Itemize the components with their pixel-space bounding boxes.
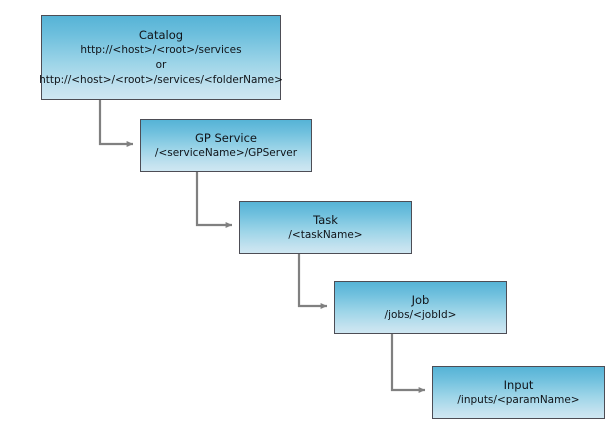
node-gp-service-title: GP Service bbox=[194, 130, 257, 145]
node-catalog[interactable]: Catalog http://<host>/<root>/services or… bbox=[39, 15, 283, 100]
connector-job-to-input bbox=[390, 334, 426, 393]
node-catalog-title: Catalog bbox=[138, 27, 184, 42]
node-task-title: Task bbox=[313, 212, 338, 227]
node-input-line-1: /inputs/<paramName> bbox=[457, 393, 580, 406]
node-input-title: Input bbox=[503, 377, 534, 392]
node-catalog-line-2: or bbox=[155, 58, 167, 71]
node-input[interactable]: Input /inputs/<paramName> bbox=[432, 366, 605, 419]
node-catalog-line-3: http://<host>/<root>/services/<folderNam… bbox=[39, 73, 283, 86]
node-catalog-line-1: http://<host>/<root>/services bbox=[80, 43, 242, 56]
node-job-line-1: /jobs/<jobId> bbox=[384, 308, 457, 321]
node-job-title: Job bbox=[411, 292, 430, 307]
connector-task-to-job bbox=[297, 254, 328, 309]
connector-catalog-to-gpservice bbox=[98, 100, 134, 147]
node-job[interactable]: Job /jobs/<jobId> bbox=[334, 281, 507, 334]
node-gp-service-line-1: /<serviceName>/GPServer bbox=[154, 146, 298, 159]
node-task[interactable]: Task /<taskName> bbox=[239, 201, 412, 254]
connector-gpservice-to-task bbox=[195, 172, 233, 228]
node-gp-service[interactable]: GP Service /<serviceName>/GPServer bbox=[140, 119, 312, 172]
node-task-line-1: /<taskName> bbox=[288, 228, 363, 241]
